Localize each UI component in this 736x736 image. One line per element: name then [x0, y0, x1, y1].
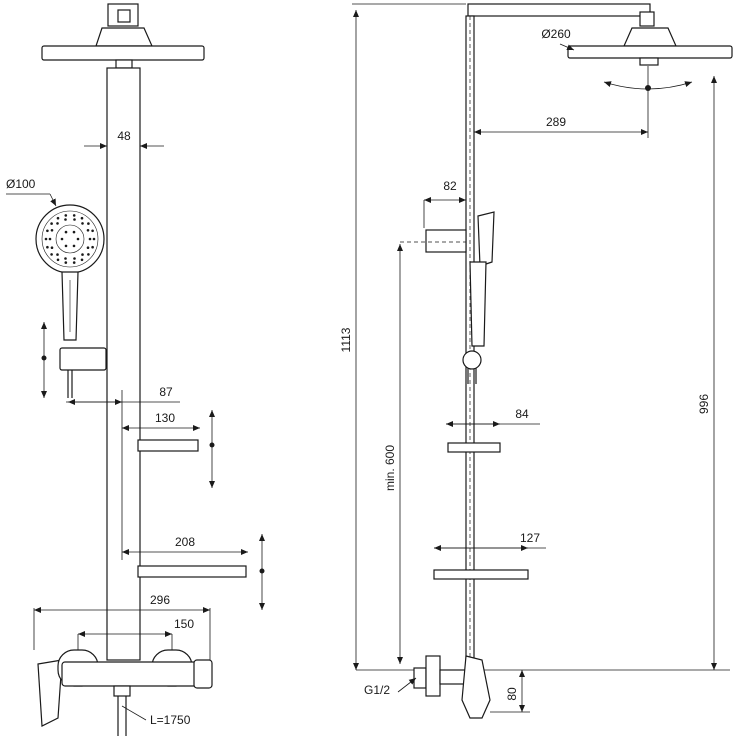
wall-bracket-dim: 82 — [443, 179, 457, 193]
side-large-shelf — [433, 569, 529, 580]
spray-nozzle — [46, 229, 49, 233]
inlet-height-dim: 80 — [505, 687, 519, 701]
spray-nozzle — [92, 237, 96, 241]
spray-nozzle — [56, 258, 60, 262]
small-shelf-dim: 130 — [155, 411, 175, 425]
inlet-flange — [425, 655, 441, 697]
spray-nozzle — [64, 214, 68, 217]
spray-nozzle — [64, 230, 68, 234]
small-shelf-depth-dim: 84 — [515, 407, 529, 421]
spray-nozzle — [81, 222, 84, 225]
main-column — [106, 67, 141, 661]
hand-shower-holder — [59, 347, 107, 371]
side-hand-shower — [462, 211, 495, 384]
hand-shower — [35, 204, 105, 341]
side-view: Ø260 289 82 1113 mi — [339, 3, 733, 719]
side-mixer-lever — [461, 655, 491, 719]
spray-nozzle — [46, 245, 49, 249]
spray-nozzle — [80, 258, 84, 262]
mixer-outlet — [113, 685, 131, 697]
spray-nozzle — [73, 257, 76, 260]
spray-nozzle — [50, 229, 54, 232]
side-hand-shower-head — [477, 211, 495, 267]
spray-nozzle — [64, 244, 68, 248]
spray-nozzle — [44, 237, 48, 241]
large-shelf-dim: 208 — [175, 535, 195, 549]
thread-dim: G1/2 — [364, 683, 390, 697]
top-arm — [467, 3, 651, 17]
side-holder-bracket — [425, 229, 467, 253]
hand-shower-diameter-dim: Ø100 — [6, 177, 36, 191]
head-stem-cap — [117, 9, 131, 23]
spray-nozzle — [50, 222, 53, 225]
mixer-lever — [37, 659, 63, 727]
spray-nozzle — [72, 214, 76, 217]
mixer-width-dim: 296 — [150, 593, 170, 607]
inlet-connector — [439, 669, 467, 685]
holder-offset-dim: 87 — [159, 385, 173, 399]
spray-nozzle — [87, 222, 90, 225]
spray-nozzle — [87, 253, 90, 256]
large-shelf-depth-dim: 127 — [520, 531, 540, 545]
spray-nozzle — [88, 237, 92, 241]
spray-nozzle — [73, 218, 76, 221]
arm-projection-dim: 289 — [546, 115, 566, 129]
side-hand-shower-handle — [469, 261, 487, 347]
mixer-knob — [193, 659, 213, 689]
arm-end-block — [639, 11, 655, 27]
spray-nozzle — [80, 216, 84, 220]
side-rain-head-dome — [623, 27, 677, 47]
spray-nozzle — [56, 222, 59, 225]
thermostatic-mixer — [37, 649, 213, 736]
spray-nozzle — [72, 230, 76, 234]
mixer-centers-dim: 150 — [174, 617, 194, 631]
rain-head-plate — [41, 45, 205, 61]
spray-nozzle — [64, 257, 67, 260]
side-small-shelf — [447, 442, 501, 453]
spray-nozzle — [50, 253, 53, 256]
large-shelf — [137, 565, 247, 578]
spray-nozzle — [56, 216, 60, 220]
spray-nozzle — [72, 261, 76, 264]
head-diameter-dim: Ø260 — [541, 27, 571, 41]
spray-nozzle — [60, 237, 64, 241]
front-view: 48 Ø100 87 130 — [6, 3, 265, 736]
rain-head-joint — [115, 59, 133, 69]
spray-nozzle — [76, 237, 80, 241]
min-height-dim: min. 600 — [383, 445, 397, 491]
side-rain-head-joint — [639, 57, 659, 66]
rain-head-dome — [95, 27, 153, 47]
mixer-body — [61, 661, 211, 687]
spray-nozzle — [50, 246, 54, 249]
spray-nozzle — [91, 229, 94, 233]
spray-nozzle — [86, 229, 90, 232]
spray-nozzle — [64, 218, 67, 221]
spray-nozzle — [48, 237, 52, 241]
side-hand-shower-clip — [462, 350, 482, 370]
hose-length-dim: L=1750 — [150, 713, 191, 727]
head-height-dim: 996 — [697, 394, 711, 414]
spray-nozzle — [56, 253, 59, 256]
spray-nozzle — [64, 261, 68, 264]
total-height-dim: 1113 — [339, 327, 353, 352]
small-shelf — [137, 439, 199, 452]
spray-nozzle — [72, 244, 76, 248]
spray-nozzle — [91, 245, 94, 249]
side-rain-head-plate — [567, 45, 733, 59]
spray-nozzle — [81, 253, 84, 256]
column-width-dim: 48 — [117, 129, 131, 143]
spray-nozzle — [86, 246, 90, 249]
